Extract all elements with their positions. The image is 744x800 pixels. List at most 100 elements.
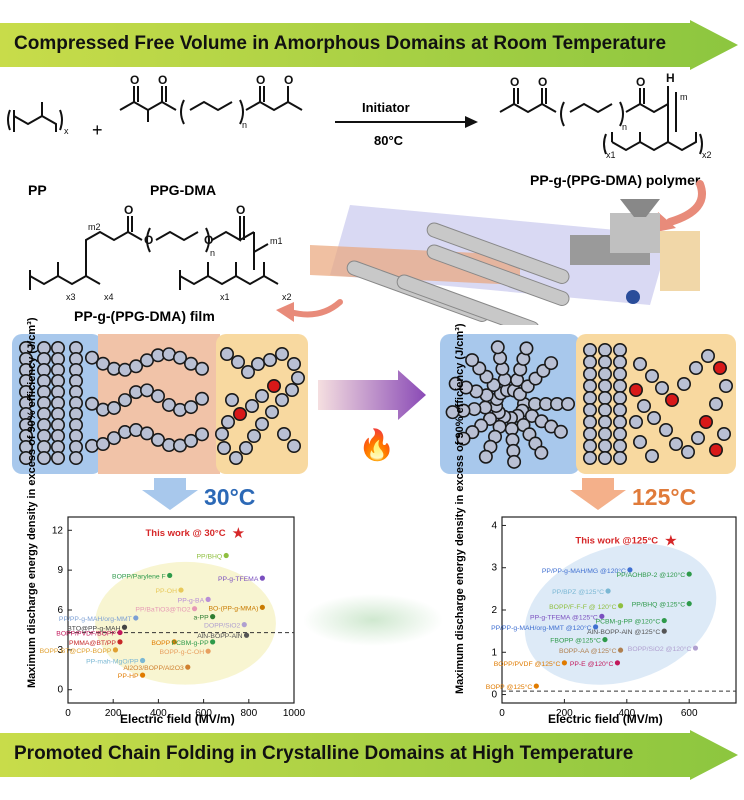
chain-bead	[598, 427, 613, 442]
data-label: PP/BHQ @125°C	[632, 601, 686, 609]
svg-text:x1: x1	[220, 292, 230, 302]
temp-125c: 125°C	[632, 484, 697, 510]
chain-bead	[598, 403, 613, 418]
chain-bead	[286, 439, 301, 454]
data-label: PP/PP-g-MAH/MG @120°C	[542, 567, 626, 575]
fire-icon: 🔥	[358, 429, 396, 462]
data-label: BOPP/PVDF/BOPP	[56, 631, 116, 638]
data-point	[593, 624, 599, 630]
chart-30c-xlabel: Electric field (MV/m)	[120, 712, 235, 726]
data-label: a-PP	[194, 615, 210, 622]
chain-bead	[233, 407, 248, 422]
initiator-label: Initiator	[362, 100, 410, 115]
data-label: PP-E @120°C	[570, 660, 614, 668]
chain-bead	[85, 350, 100, 365]
svg-text:x3: x3	[66, 292, 76, 302]
chain-bead	[247, 429, 262, 444]
chain-bead	[718, 378, 733, 393]
chain-bead	[267, 378, 282, 393]
chain-bead	[284, 382, 299, 397]
data-point	[627, 567, 633, 573]
svg-text:H: H	[666, 72, 675, 85]
curved-arrow-right	[656, 180, 706, 232]
data-point	[241, 622, 247, 628]
chain-bead	[583, 403, 598, 418]
chain-bead	[629, 415, 644, 430]
chain-bead	[195, 361, 210, 376]
svg-text:m2: m2	[88, 222, 101, 232]
data-label: PP/BPZ @125°C	[552, 588, 604, 596]
chain-bead	[239, 441, 254, 456]
data-label: PP-HP	[118, 673, 139, 680]
chain-bead	[669, 437, 684, 452]
data-point	[661, 617, 667, 624]
chain-bead	[534, 445, 549, 460]
chain-bead	[50, 451, 65, 466]
chain-bead	[195, 391, 210, 406]
data-label: DOPP/SiO2	[204, 623, 240, 630]
chain-bead	[140, 383, 155, 398]
product-label: PP-g-(PPG-DMA) polymer	[530, 172, 701, 188]
data-label: BOPP/F-F-F @ 120°C	[549, 603, 616, 611]
chain-bead	[465, 353, 480, 368]
chain-bead	[276, 427, 291, 442]
data-label: PP-OH	[155, 588, 177, 595]
chain-bead	[583, 354, 598, 369]
chain-bead	[274, 347, 289, 361]
y-tick-label: 3	[491, 563, 497, 574]
chain-bead	[613, 390, 628, 405]
chain-bead	[708, 443, 723, 458]
chain-bead	[677, 376, 692, 391]
data-label: PP/BHQ	[197, 554, 223, 561]
chain-bead	[68, 451, 83, 466]
down-arrow-30c	[142, 478, 198, 510]
y-tick-label: 4	[491, 520, 497, 531]
svg-text:O: O	[204, 233, 213, 247]
data-point	[259, 604, 265, 610]
data-point	[185, 664, 191, 670]
data-point	[533, 683, 539, 689]
data-point	[191, 606, 198, 612]
data-point	[223, 552, 229, 559]
chain-bead	[698, 415, 713, 430]
x-tick-label: 200	[105, 708, 122, 719]
chain-bead	[184, 400, 199, 415]
y-tick-label: 0	[491, 690, 497, 701]
x-tick-label: 200	[556, 708, 573, 719]
data-point	[167, 572, 173, 579]
x-tick-label: 1000	[283, 708, 306, 719]
svg-text:O: O	[256, 73, 265, 87]
data-label: AlN-BOPP-AlN	[197, 633, 242, 640]
chain-bead	[245, 399, 260, 414]
chain-bead	[583, 366, 598, 381]
chain-bead	[263, 352, 278, 367]
data-point	[117, 629, 123, 636]
chain-bead	[255, 388, 270, 403]
chart-125c-ylabel: Maximum discharge energy density in exce…	[454, 323, 466, 694]
chain-bead	[708, 396, 723, 411]
chain-bead	[274, 392, 289, 407]
chain-bead	[96, 437, 111, 452]
chain-bead	[220, 347, 235, 361]
svg-text:O: O	[538, 75, 547, 89]
data-label: PP/BaTiO3@TiO2	[135, 607, 190, 614]
data-label: PMMA@BT/PP	[69, 640, 116, 647]
data-point	[614, 660, 621, 666]
chain-bead	[456, 431, 471, 446]
chain-bead	[665, 392, 680, 407]
chain-bead	[140, 426, 155, 441]
chain-bead	[129, 359, 144, 374]
chain-bead	[647, 411, 662, 426]
data-point	[139, 657, 146, 664]
chain-bead	[583, 415, 598, 430]
curved-arrow-left	[276, 299, 343, 322]
y-tick-label: 3	[57, 645, 63, 656]
chain-bead	[231, 354, 246, 369]
chain-bead	[633, 435, 648, 450]
chain-bead	[598, 439, 613, 454]
data-point	[139, 672, 146, 678]
chain-bead	[598, 366, 613, 381]
data-label: FBOPP @125°C	[550, 637, 601, 645]
chain-bead	[151, 432, 166, 447]
data-label: BOPP/Parylene F	[112, 573, 166, 580]
